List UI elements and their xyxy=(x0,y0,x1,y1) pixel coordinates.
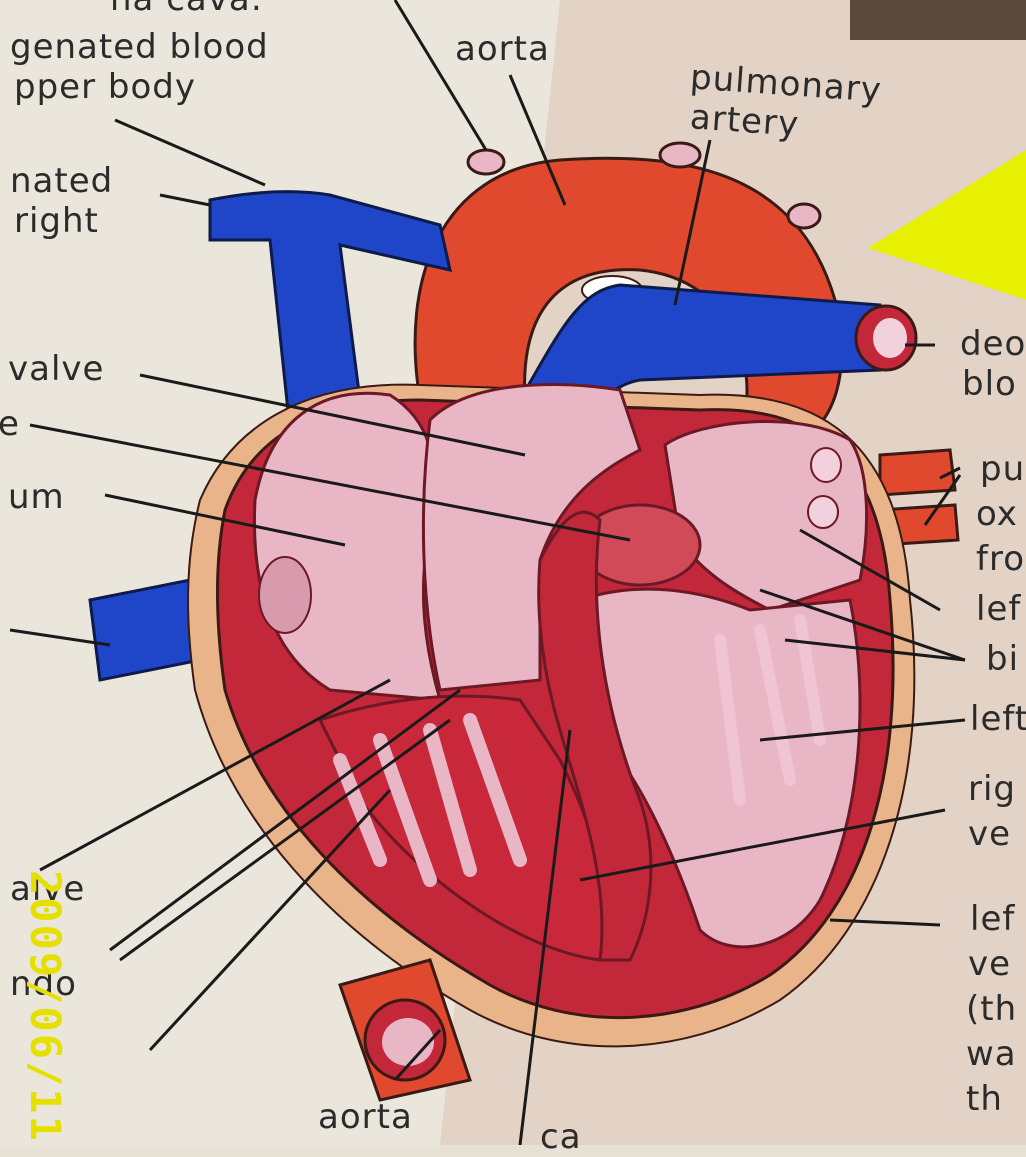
label-pu-right: pu xyxy=(980,450,1025,488)
label-bi-right: bi xyxy=(986,640,1019,678)
label-deoxygenated-blood: genated blood xyxy=(10,28,269,66)
label-um-left: um xyxy=(8,478,65,516)
pulmonary-vein-opening-1 xyxy=(811,448,841,482)
aorta-branch-3 xyxy=(788,204,820,228)
label-lef-right-2: lef xyxy=(970,900,1015,938)
descending-aorta-inner xyxy=(382,1018,434,1066)
label-valve-left: valve xyxy=(8,350,104,388)
aorta-branch-2 xyxy=(660,143,700,167)
dark-frame-corner xyxy=(850,0,1026,40)
label-th-right-2: th xyxy=(966,1080,1003,1118)
label-blo-right: blo xyxy=(962,365,1017,403)
label-upper-body: pper body xyxy=(14,68,196,106)
right-atrium-opening xyxy=(259,557,311,633)
label-e-left: e xyxy=(0,405,20,443)
aorta-branch-1 xyxy=(468,150,504,174)
pulmonary-artery-inner xyxy=(873,318,907,358)
label-fro-right: fro xyxy=(976,540,1025,578)
label-right: right xyxy=(14,202,99,240)
label-aorta-bottom: aorta xyxy=(318,1098,413,1136)
label-lef-right: lef xyxy=(976,590,1021,628)
label-aorta-top: aorta xyxy=(455,30,550,68)
label-ve-right-1: ve xyxy=(968,815,1011,853)
label-th-right: (th xyxy=(966,990,1017,1028)
label-artery: artery xyxy=(689,98,801,144)
label-rig-right: rig xyxy=(968,770,1016,808)
label-left-right: left xyxy=(970,700,1026,738)
label-deo-right: deo xyxy=(960,325,1026,363)
label-ox-right: ox xyxy=(976,495,1018,533)
label-ca-bottom: ca xyxy=(540,1118,582,1156)
label-vena-cava-top: na cava: xyxy=(110,0,263,18)
label-ve-right-2: ve xyxy=(968,945,1011,983)
pulmonary-vein-opening-2 xyxy=(808,496,838,528)
label-wa-right: wa xyxy=(966,1035,1017,1073)
date-stamp: 2009/06/11 xyxy=(21,870,70,1143)
label-nated: nated xyxy=(10,162,113,200)
